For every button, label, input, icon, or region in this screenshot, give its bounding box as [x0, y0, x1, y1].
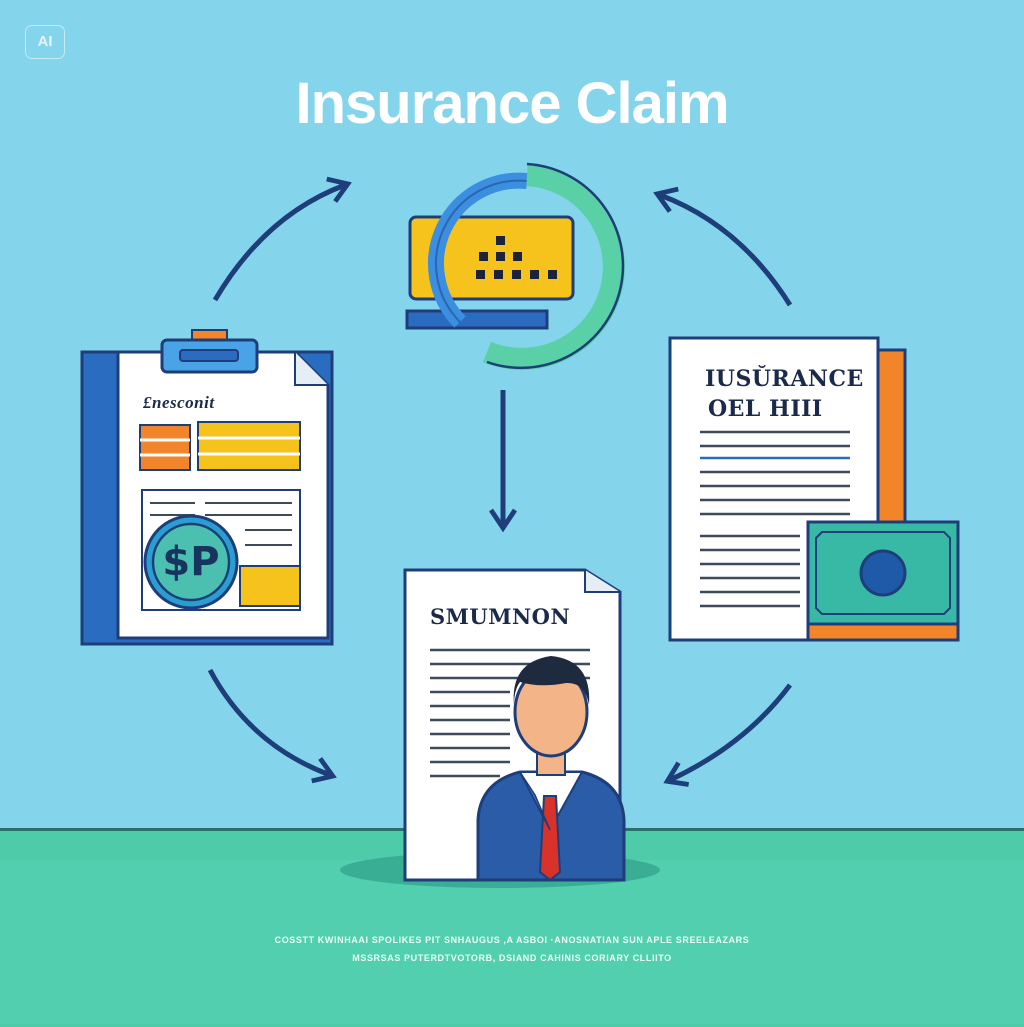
- center-document-label: SMUMNON: [430, 604, 571, 629]
- right-document-label-line2: OEL HIII: [708, 396, 823, 422]
- footer-line-2: MSSRSAS PUTERDTVOTORB, DSIAND CAHINIS CO…: [352, 953, 672, 963]
- arrow-top-right: [653, 186, 793, 307]
- page-title: Insurance Claim: [295, 71, 729, 136]
- payment-cycle-icon: [405, 162, 625, 370]
- arrow-bottom-left: [207, 668, 337, 784]
- insurance-document: [668, 336, 960, 642]
- right-document-label-line1: IUSŬRANCE: [705, 366, 864, 392]
- arrow-bottom-right: [663, 683, 792, 787]
- ai-badge: AI: [25, 25, 65, 59]
- coin-label: $P: [162, 539, 220, 585]
- card-chip-pattern: [476, 236, 557, 279]
- arrow-top-left: [212, 176, 352, 302]
- clipboard-document: [80, 329, 334, 646]
- left-document-label: £nesconit: [143, 393, 215, 412]
- footer-line-1: COSSTT KWINHAAI SPOLIKES PIT SNHAUGUS ,A…: [274, 935, 750, 945]
- person-avatar: [476, 656, 626, 882]
- cycle-ring-teal: [482, 164, 625, 370]
- claimant-document: [340, 568, 660, 888]
